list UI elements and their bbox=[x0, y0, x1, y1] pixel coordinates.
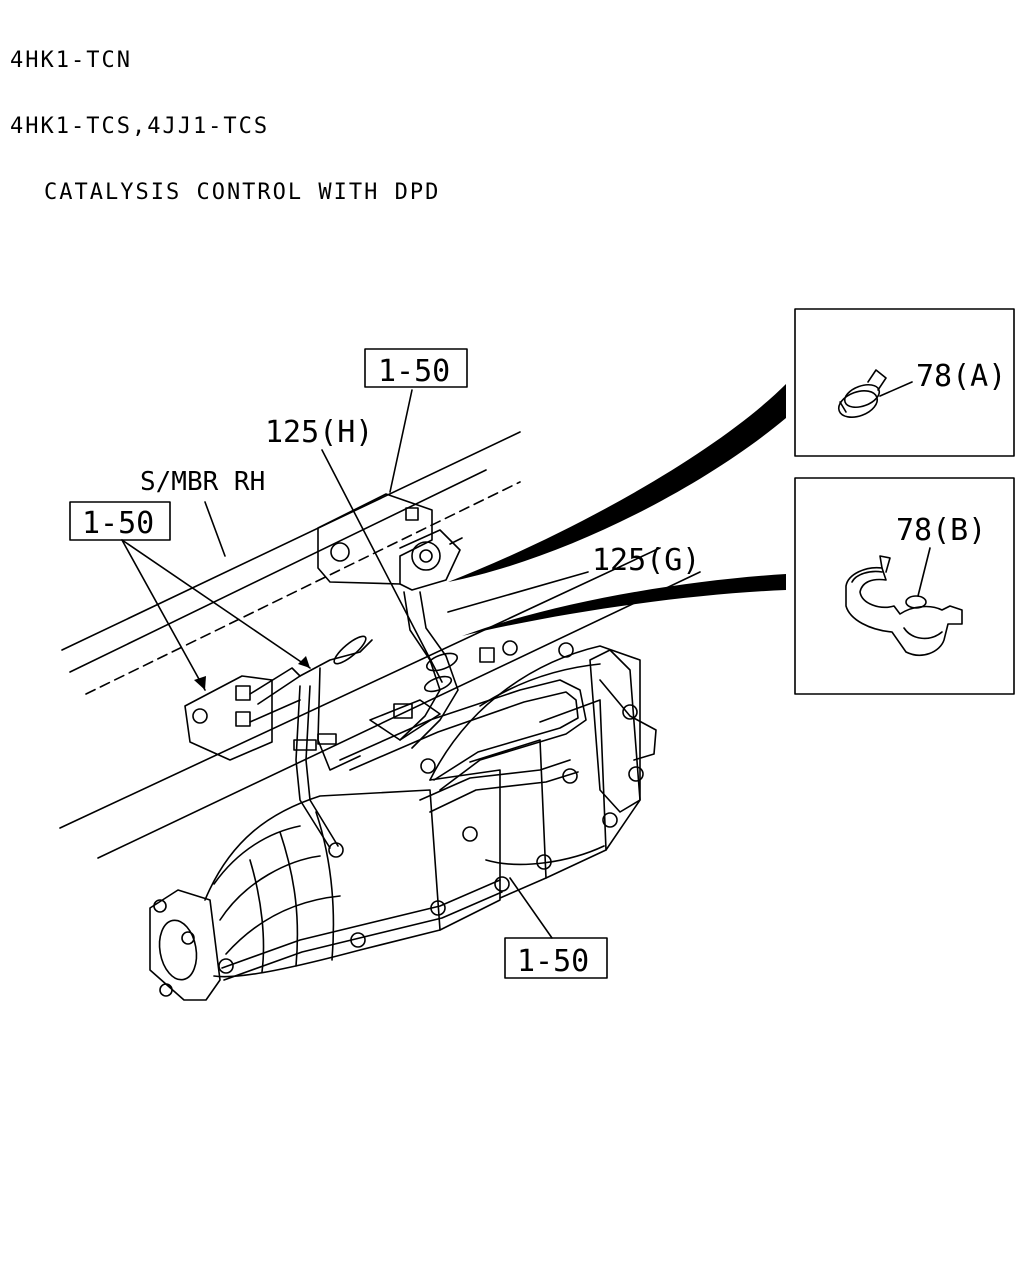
ref-label-top: 1-50 bbox=[378, 354, 450, 389]
detail-box-b bbox=[794, 477, 1015, 695]
ref-box-top bbox=[364, 348, 468, 493]
part-label-125g: 125(G) bbox=[592, 543, 700, 578]
ref-box-left bbox=[69, 501, 311, 691]
ref-box-bottom bbox=[504, 877, 608, 979]
diagram-header: 4HK1-TCN 4HK1-TCS,4JJ1-TCS CATALYSIS CON… bbox=[10, 6, 440, 248]
side-member-frame bbox=[59, 431, 701, 859]
sensor-pipes bbox=[293, 667, 361, 849]
hose-125h bbox=[399, 591, 459, 749]
dpf-assembly bbox=[149, 640, 644, 1001]
part-label-125h: 125(H) bbox=[265, 415, 373, 450]
detail-label-78b: 78(B) bbox=[896, 513, 986, 548]
arrow-head-left-1 bbox=[194, 676, 206, 690]
detail-box-a bbox=[794, 308, 1015, 457]
sensor-bracket-left bbox=[184, 635, 373, 761]
ref-label-bottom: 1-50 bbox=[517, 944, 589, 979]
pressure-sensor-bracket bbox=[317, 493, 463, 591]
ref-label-left: 1-50 bbox=[82, 506, 154, 541]
model-line-1: 4HK1-TCN bbox=[10, 48, 132, 73]
frame-label: S/MBR RH bbox=[140, 467, 265, 497]
detail-leader-b bbox=[462, 574, 786, 636]
system-title: CATALYSIS CONTROL WITH DPD bbox=[44, 180, 441, 205]
arrow-head-left-2 bbox=[298, 656, 310, 668]
pressure-tubes bbox=[339, 679, 657, 813]
model-line-2: 4HK1-TCS,4JJ1-TCS bbox=[10, 114, 270, 139]
detail-label-78a: 78(A) bbox=[916, 359, 1006, 394]
